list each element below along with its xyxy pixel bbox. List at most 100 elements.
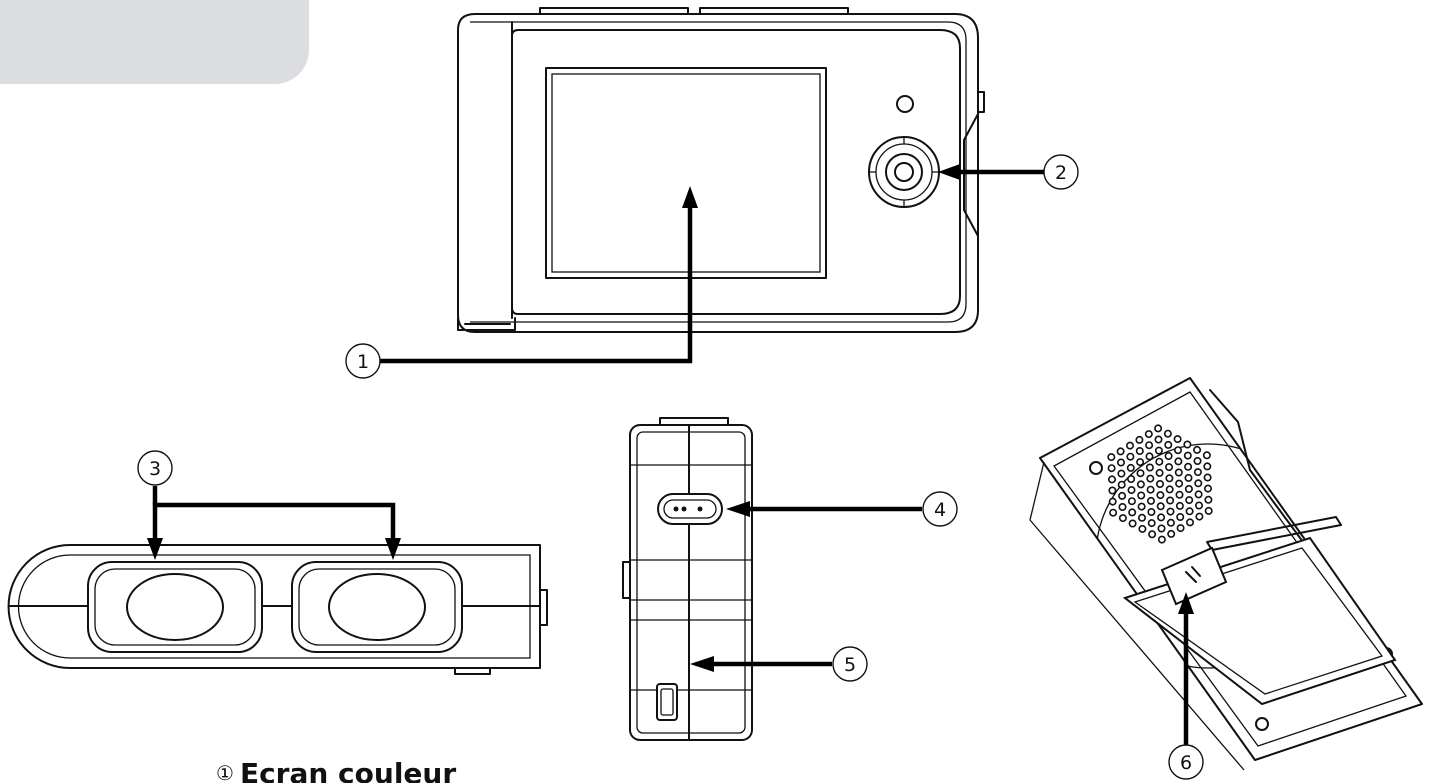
grille-hole: [1138, 513, 1147, 522]
grille-hole: [1173, 435, 1182, 444]
switch-dot: [673, 506, 679, 512]
grille-hole: [1184, 484, 1193, 493]
grille-hole: [1175, 479, 1184, 488]
grille-hole: [1156, 479, 1165, 488]
top-body-inner: [17, 554, 531, 659]
grille-hole: [1145, 452, 1154, 461]
grille-hole: [1166, 507, 1175, 516]
grille-hole: [1116, 447, 1125, 456]
grille-hole: [1117, 469, 1126, 478]
grille-hole: [1146, 474, 1155, 483]
grille-hole: [1154, 435, 1163, 444]
grille-hole: [1204, 484, 1213, 493]
grille-hole: [1155, 457, 1164, 466]
corner-tab: [0, 0, 309, 84]
grille-hole: [1174, 446, 1183, 455]
grille-hole: [1128, 519, 1137, 528]
grille-hole: [1136, 458, 1145, 467]
grille-hole: [1166, 518, 1175, 527]
grille-hole: [1107, 464, 1116, 473]
battery-slot: [1206, 516, 1342, 551]
grille-hole: [1109, 508, 1118, 517]
side-top-buttons: [659, 417, 729, 426]
hold-switch-inner: [663, 499, 717, 519]
speaker-left-inner: [94, 568, 256, 646]
arrow-3-head-left: [147, 538, 163, 560]
grille-hole: [1183, 440, 1192, 449]
grille-hole: [1164, 451, 1173, 460]
callout-5: 5: [832, 646, 868, 682]
callout-2: 2: [1043, 154, 1079, 190]
grille-hole: [1137, 502, 1146, 511]
grille-hole: [1157, 513, 1166, 522]
battery-latch: [1160, 546, 1228, 606]
joystick-center: [894, 162, 914, 182]
speaker-left-outer: [87, 561, 263, 653]
front-view: [457, 7, 985, 333]
side-view: [622, 417, 753, 741]
joystick-mid: [885, 153, 923, 191]
side-left-bump: [622, 561, 631, 599]
front-bottom-tab: [457, 317, 516, 331]
arrow-3-bracket: [152, 502, 396, 538]
grille-hole: [1108, 486, 1117, 495]
grille-hole: [1202, 451, 1211, 460]
grille-hole: [1185, 507, 1194, 516]
grille-hole: [1154, 446, 1163, 455]
grille-hole: [1117, 458, 1126, 467]
top-body-outline: [7, 544, 541, 669]
side-body-inner: [636, 431, 746, 734]
led-indicator: [896, 95, 914, 113]
grille-hole: [1186, 518, 1195, 527]
grille-hole: [1154, 424, 1163, 433]
legend-text: Ecran couleur: [239, 757, 457, 783]
side-button: [977, 91, 985, 113]
joystick-ticks: [869, 137, 939, 207]
battery-cover-inner: [1133, 547, 1384, 695]
grille-hole: [1204, 495, 1213, 504]
back-edge-thickness: [1029, 461, 1245, 771]
grille-hole: [1118, 502, 1127, 511]
side-body-outline: [629, 424, 753, 741]
switch-dot: [697, 506, 703, 512]
back-view: [1029, 377, 1423, 771]
grille-hole: [1138, 524, 1147, 533]
grille-hole: [1147, 507, 1156, 516]
front-bezel: [511, 29, 961, 315]
callout-6: 6: [1168, 744, 1204, 780]
grille-hole: [1136, 480, 1145, 489]
grille-hole: [1108, 497, 1117, 506]
grille-hole: [1155, 468, 1164, 477]
grille-hole: [1184, 473, 1193, 482]
callout-3-label: 3: [149, 458, 161, 480]
top-bottom-tab: [454, 667, 491, 675]
callout-arrows: [147, 164, 1194, 745]
speaker-grille: [1107, 424, 1213, 544]
grille-hole: [1144, 430, 1153, 439]
grille-hole: [1174, 468, 1183, 477]
grille-hole: [1195, 501, 1204, 510]
latch-mark: [1185, 566, 1201, 583]
legend-marker: ①: [216, 761, 234, 783]
grille-hole: [1118, 514, 1127, 523]
joystick-ring: [875, 143, 933, 201]
side-horizontal-lines: [630, 464, 752, 691]
grille-hole: [1203, 473, 1212, 482]
screen-outer: [545, 67, 827, 279]
grille-hole: [1126, 452, 1135, 461]
grille-hole: [1135, 435, 1144, 444]
grille-hole: [1165, 463, 1174, 472]
grille-hole: [1204, 506, 1213, 515]
grille-hole: [1193, 445, 1202, 454]
usb-port-inner: [660, 688, 674, 716]
grille-hole: [1156, 491, 1165, 500]
callout-1-label: 1: [357, 351, 369, 373]
speaker-right-inner: [298, 568, 456, 646]
screw-hole: [1089, 461, 1103, 475]
grille-hole: [1135, 446, 1144, 455]
arrow-2-head: [938, 164, 960, 180]
grille-hole: [1194, 490, 1203, 499]
arrow-4-head: [726, 501, 750, 517]
